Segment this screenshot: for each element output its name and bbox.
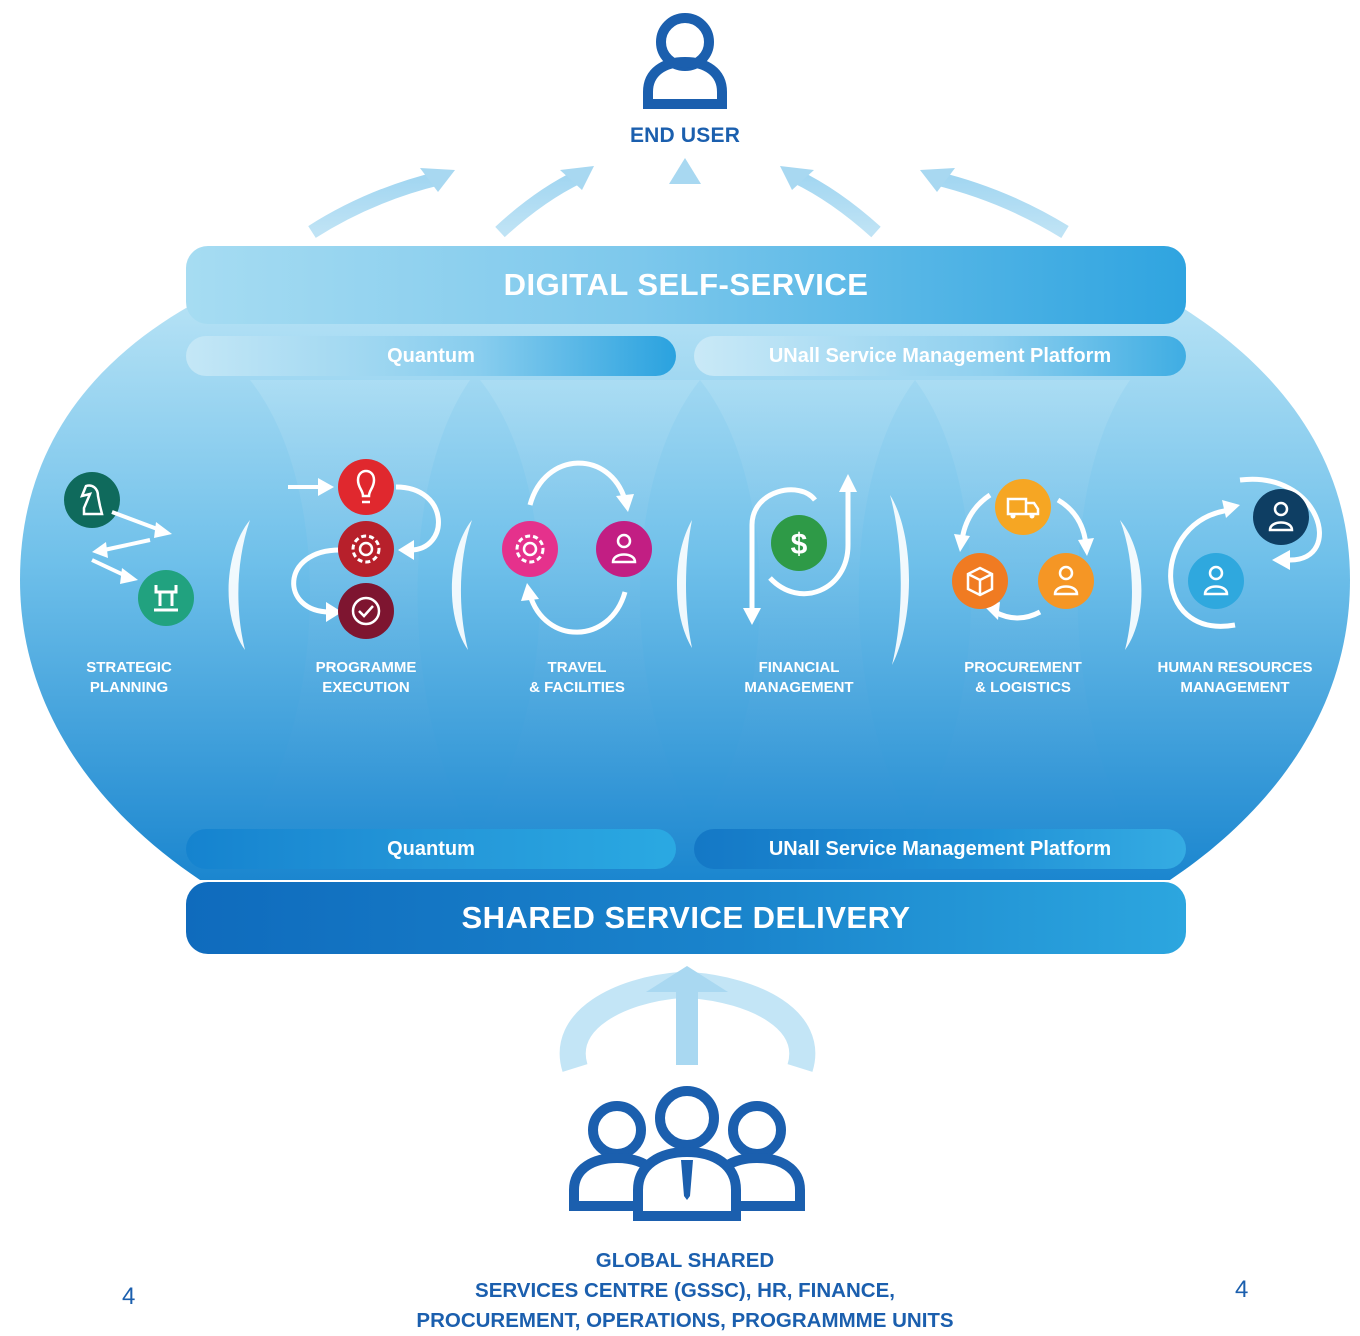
check-icon [338, 583, 394, 639]
human-resources-icons [1168, 476, 1322, 629]
gear-icon [338, 521, 394, 577]
chess-rook-icon [138, 570, 194, 626]
arrow-heads-top [420, 158, 955, 192]
module-label-line2: MANAGEMENT [1180, 679, 1290, 696]
module-label-line2: MANAGEMENT [744, 679, 854, 696]
gssc-label: GLOBAL SHARED SERVICES CENTRE (GSSC), HR… [330, 1246, 1040, 1336]
separators [228, 495, 1142, 665]
module-label-line1: FINANCIAL [758, 659, 840, 676]
module-label-line1: STRATEGIC [86, 659, 172, 676]
upward-arrows-bottom [559, 966, 816, 1072]
travel-facilities-icons [502, 460, 652, 635]
module-label-line1: HUMAN RESOURCES [1157, 659, 1313, 676]
unall-bottom-bar: UNall Service Management Platform [694, 829, 1186, 869]
lightbulb-icon [338, 459, 394, 515]
truck-icon [995, 479, 1051, 535]
module-programme-execution: PROGRAMME EXECUTION [266, 658, 466, 698]
upward-arrows-top [308, 169, 1069, 238]
arrow-4 [791, 169, 881, 238]
module-label-line1: TRAVEL [547, 659, 607, 676]
module-label-line1: PROGRAMME [315, 659, 417, 676]
arrow-5 [933, 171, 1069, 238]
team-icon [569, 1086, 805, 1221]
end-user-label: END USER [629, 124, 741, 147]
chess-knight-icon [64, 472, 120, 528]
programme-execution-icons [288, 459, 441, 639]
procurement-logistics-icons [952, 479, 1094, 621]
user-icon [596, 521, 652, 577]
financial-management-icons: $ [743, 474, 857, 625]
module-label-line2: EXECUTION [322, 679, 410, 696]
page-number-right: 4 [1235, 1276, 1249, 1303]
module-procurement-logistics: PROCUREMENT & LOGISTICS [923, 658, 1123, 698]
shared-service-delivery-bar: SHARED SERVICE DELIVERY [186, 882, 1186, 954]
module-travel-facilities: TRAVEL & FACILITIES [477, 658, 677, 698]
quantum-top-bar: Quantum [186, 336, 676, 376]
dollar-icon [771, 515, 827, 571]
user-icon [1188, 553, 1244, 609]
digital-self-service-bar: DIGITAL SELF-SERVICE [186, 246, 1186, 324]
end-user-icon [643, 13, 727, 109]
module-strategic-planning: STRATEGIC PLANNING [29, 658, 229, 698]
module-label-line2: & FACILITIES [529, 679, 625, 696]
svg-text:$: $ [791, 528, 808, 561]
arrow-1 [308, 171, 442, 238]
page-number-left: 4 [122, 1283, 136, 1310]
gear-icon [502, 521, 558, 577]
unall-top-bar: UNall Service Management Platform [694, 336, 1186, 376]
user-icon [1038, 553, 1094, 609]
gssc-line3: PROCUREMENT, OPERATIONS, PROGRAMMME UNIT… [416, 1309, 954, 1332]
arrow-2 [495, 169, 584, 238]
quantum-bottom-bar: Quantum [186, 829, 676, 869]
module-label-line1: PROCUREMENT [964, 659, 1082, 676]
strategic-planning-icons [64, 472, 194, 626]
gssc-line2: SERVICES CENTRE (GSSC), HR, FINANCE, [475, 1279, 895, 1302]
module-financial-management: FINANCIAL MANAGEMENT [699, 658, 899, 698]
gssc-line1: GLOBAL SHARED [595, 1249, 775, 1272]
module-human-resources: HUMAN RESOURCES MANAGEMENT [1135, 658, 1335, 698]
user-icon [1253, 489, 1309, 545]
module-label-line2: & LOGISTICS [975, 679, 1071, 696]
module-label-line2: PLANNING [89, 679, 169, 696]
